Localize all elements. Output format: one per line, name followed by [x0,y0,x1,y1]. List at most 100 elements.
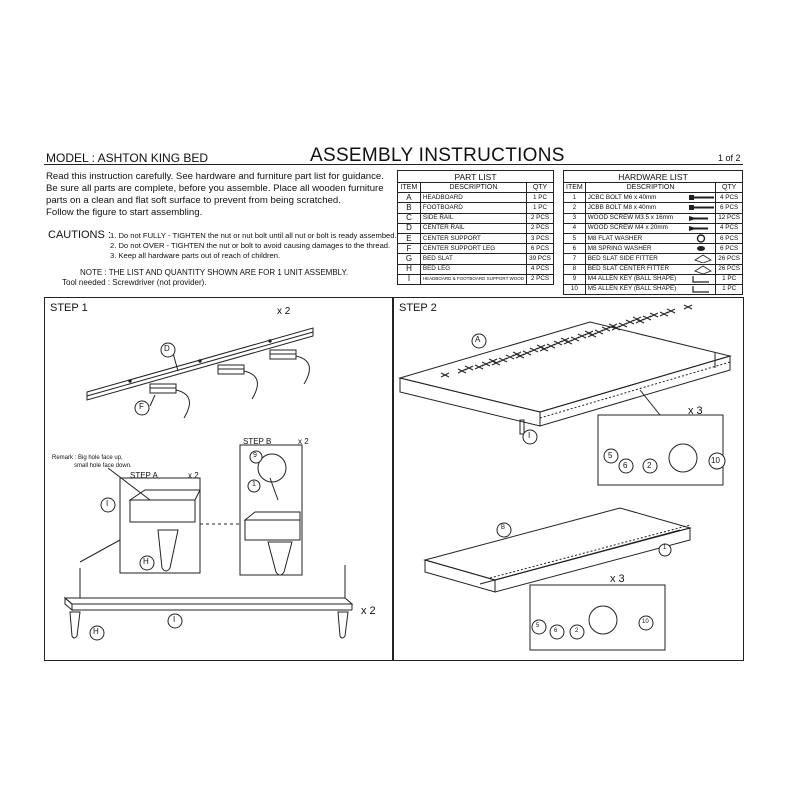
column-header: DESCRIPTION [584,181,717,194]
caution-item: 2. Do not OVER - TIGHTEN the nut or bolt… [110,241,391,250]
callout-label: I [106,499,109,508]
part-qty: 4 PCS [526,263,554,275]
part-description: HEADBOARD [419,192,528,204]
step2-panel [392,297,744,661]
part-item: H [397,263,421,275]
column-header: QTY [526,181,554,194]
hardware-description: M8 FLAT WASHER [584,232,688,245]
part-qty: 39 PCS [526,253,554,265]
part-item: A [397,192,421,204]
callout-label: 5 [536,623,540,629]
bolt-icon [687,202,717,214]
screw-icon [687,222,717,234]
column-header: QTY [715,181,743,194]
hardware-item: 9 [563,273,586,285]
spring-washer-icon [687,243,717,255]
cautions-label: CAUTIONS : [48,229,111,241]
callout-label: F [139,402,144,411]
part-description: BED SLAT [419,253,528,265]
step-a-multiplier: x 2 [188,471,199,480]
hardware-qty: 26 PCS [715,253,743,265]
callout-label: B [501,525,506,531]
hardware-description: BED SLAT CENTER FITTER [584,263,688,275]
part-item: F [397,243,421,255]
part-item: I [397,273,421,285]
intro-text: Read this instruction carefully. See har… [46,171,396,219]
part-item: G [397,253,421,265]
hardware-description: M4 ALLEN KEY (BALL SHAPE) [584,273,688,285]
part-item: C [397,212,421,224]
part-list-title: PART LIST [397,170,554,183]
fitter-icon [687,253,717,265]
hardware-qty: 6 PCS [715,202,743,214]
hardware-description: WOOD SCREW M4 x 20mm [584,222,688,234]
part-item: B [397,202,421,214]
part-item: E [397,232,421,245]
fitter-icon [687,263,717,275]
step2-multiplier-b: x 3 [610,573,625,585]
intro-line: Be sure all parts are complete, before y… [46,183,384,194]
hardware-qty: 6 PCS [715,243,743,255]
hardware-qty: 26 PCS [715,263,743,275]
step-b-multiplier: x 2 [298,437,309,446]
callout-label: 1 [252,481,256,488]
hardware-item: 2 [563,202,586,214]
intro-line: parts on a clean and flat soft surface t… [46,195,341,206]
hardware-qty: 12 PCS [715,212,743,224]
screw-icon [687,212,717,224]
part-qty: 2 PCS [526,222,554,234]
part-description: FOOTBOARD [419,202,528,214]
column-header: DESCRIPTION [419,181,528,194]
part-description: BED LEG [419,263,528,275]
step-a-label: STEP A [130,471,158,480]
allen-key-icon [687,273,717,285]
column-header: ITEM [397,181,421,194]
cautions-list: 1. Do not FULLY - TIGHTEN the nut or nut… [110,231,400,261]
model-name: MODEL : ASHTON KING BED [46,151,209,165]
step-b-label: STEP B [243,437,272,446]
part-description: CENTER SUPPORT [419,232,528,245]
hardware-item: 4 [563,222,586,234]
step1-multiplier-bottom: x 2 [361,605,376,617]
part-description: CENTER SUPPORT LEG [419,243,528,255]
header-rule [44,164,743,165]
remark-line: Remark : Big hole face up, [52,455,123,461]
page-title: ASSEMBLY INSTRUCTIONS [310,145,565,166]
part-qty: 6 PCS [526,243,554,255]
intro-line: Read this instruction carefully. See har… [46,171,384,182]
hardware-item: 8 [563,263,586,275]
step1-panel [44,297,394,661]
callout-label: 2 [575,628,579,634]
part-qty: 1 PC [526,192,554,204]
hardware-description: BED SLAT SIDE FITTER [584,253,688,265]
hardware-description: JCBC BOLT M6 x 40mm [584,192,688,204]
step1-remark: Remark : Big hole face up, small hole fa… [52,454,132,470]
callout-label: D [164,344,170,353]
hardware-description: JCBB BOLT M8 x 40mm [584,202,688,214]
callout-label: H [93,627,99,636]
hardware-description: M8 SPRING WASHER [584,243,688,255]
callout-label: A [475,335,481,344]
hardware-description: WOOD SCREW M3.5 x 16mm [584,212,688,224]
callout-label: 6 [623,461,628,470]
step1-multiplier-top: x 2 [277,306,291,317]
part-qty: 3 PCS [526,232,554,245]
hardware-item: 10 [563,283,586,296]
callout-label: H [143,557,149,566]
